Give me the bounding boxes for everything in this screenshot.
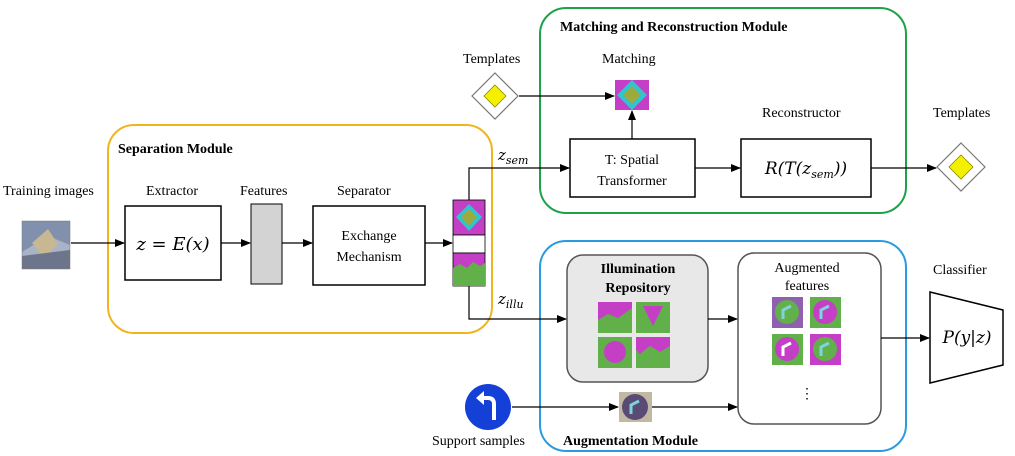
- extractor-box: [124, 205, 222, 281]
- separator-text-2: Mechanism: [336, 250, 401, 265]
- separation-module-box: [107, 124, 493, 334]
- illumination-sample-1: [598, 302, 632, 333]
- matching-module-box: [539, 7, 907, 214]
- augmented-features-title-1: Augmented: [774, 261, 839, 276]
- augmented-features-ellipsis: ⋮: [800, 387, 814, 402]
- illumination-sample-3: [598, 337, 632, 368]
- augmented-feature-2: [810, 297, 841, 328]
- matching-module-title: Matching and Reconstruction Module: [560, 20, 788, 35]
- extractor-label: Extractor: [146, 184, 198, 199]
- training-images-label: Training images: [3, 184, 94, 199]
- augmented-feature-4: [810, 334, 841, 365]
- features-block: [250, 203, 283, 285]
- support-samples-label: Support samples: [432, 434, 525, 449]
- templates-input-label: Templates: [463, 52, 520, 67]
- support-sample-icon: [465, 384, 511, 430]
- separator-text-1: Exchange: [341, 229, 396, 244]
- training-image-thumbnail: [21, 220, 71, 270]
- augmentation-module-title: Augmentation Module: [563, 434, 698, 449]
- classifier-formula: P(y|z): [942, 328, 992, 348]
- spatial-transformer-box: [569, 138, 696, 198]
- support-augmented-patch: [619, 392, 652, 422]
- augmented-feature-3: [772, 334, 803, 365]
- extractor-formula: z = E(x): [135, 234, 209, 255]
- matching-label: Matching: [602, 52, 656, 67]
- spatial-transformer-text-1: T: Spatial: [605, 153, 659, 168]
- template-input-icon: [471, 72, 519, 120]
- template-output-icon: [936, 142, 986, 192]
- spatial-transformer-text-2: Transformer: [597, 174, 667, 189]
- z-illu-label: zillu: [497, 290, 524, 311]
- features-label: Features: [240, 184, 287, 199]
- separator-label: Separator: [337, 184, 391, 199]
- semantic-patch: [452, 199, 486, 236]
- separation-module-title: Separation Module: [118, 142, 233, 157]
- arrow-zsem-to-transformer: [468, 164, 570, 200]
- reconstructor-formula: R(T(zsem)): [764, 159, 847, 181]
- separator-box: [312, 205, 426, 286]
- classifier-trapezoid: [929, 291, 1004, 384]
- augmented-features-title-2: features: [785, 279, 829, 294]
- z-sem-label: zsem: [497, 146, 529, 167]
- arrow-zillu-to-repository: [468, 286, 567, 323]
- connectors: [71, 92, 937, 411]
- reconstructor-label: Reconstructor: [762, 106, 841, 121]
- illumination-sample-2: [636, 302, 670, 333]
- templates-output-label: Templates: [933, 106, 990, 121]
- augmentation-module-box: [539, 240, 907, 452]
- illumination-repository-title-2: Repository: [605, 281, 670, 296]
- blank-patch: [452, 234, 486, 254]
- augmented-feature-1: [772, 297, 803, 328]
- illumination-sample-4: [636, 337, 670, 368]
- illumination-patch: [452, 252, 486, 287]
- matching-patch: [615, 80, 649, 110]
- classifier-label: Classifier: [933, 263, 987, 278]
- illumination-repository-title-1: Illumination: [601, 262, 676, 277]
